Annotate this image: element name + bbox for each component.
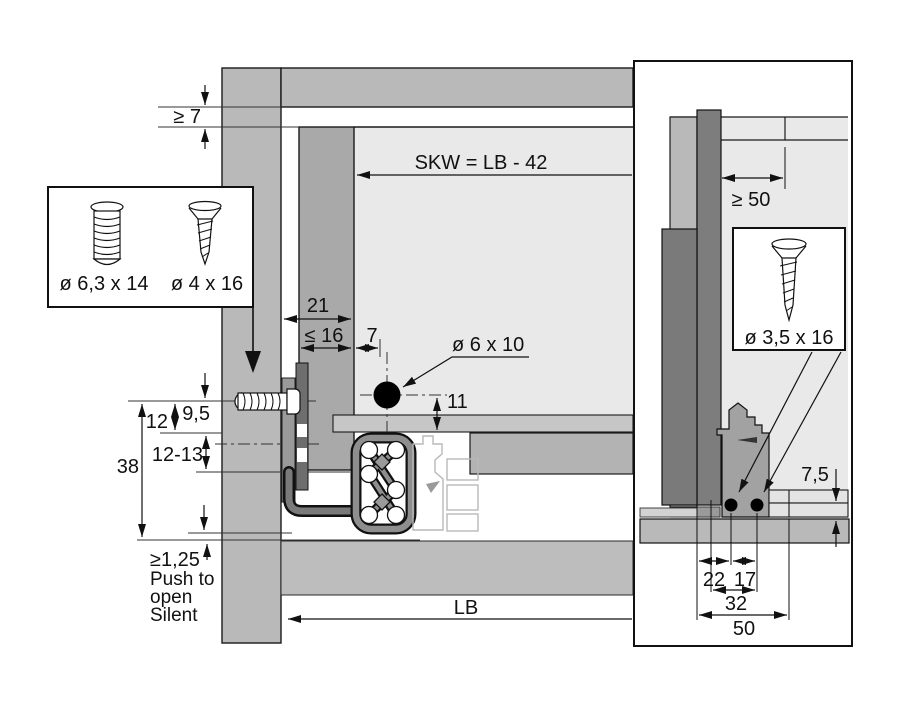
screw-box: ø 6,3 x 14 ø 4 x 16 [47, 186, 261, 373]
dim-21-label: 21 [307, 295, 329, 317]
rear-dark-bar [696, 109, 722, 506]
runner-hole-upper [297, 424, 307, 437]
rear-countersunk-screw-icon [771, 238, 807, 323]
screw-hole-dot-left [724, 498, 738, 512]
runner-profile [352, 434, 415, 533]
rear-view-drawing: ø 3,5 x 16 ≥ 50 7,5 22 17 32 [633, 60, 853, 647]
dim-50-label: 50 [733, 618, 755, 640]
dim-22-label: 22 [703, 569, 725, 591]
dim-9-5-label: 9,5 [182, 403, 210, 425]
cabinet-top-panel [280, 67, 634, 108]
dimension-arrows-left [138, 85, 632, 623]
rear-foot-dark [696, 506, 721, 518]
screw-leader-left [738, 351, 813, 493]
euro-screw-label: ø 6,3 x 14 [60, 273, 149, 295]
extension-lines [696, 497, 790, 620]
runner-rail-section [469, 432, 634, 475]
note-push-to: Push to [150, 569, 214, 590]
dim-50min-label: ≥ 50 [732, 189, 771, 211]
euro-screw-icon [90, 201, 124, 266]
dim-38-label: 38 [117, 456, 139, 478]
bracket-arrow-mark [737, 437, 757, 443]
rear-runner-plate [661, 228, 698, 506]
phantom-clip-mark [426, 481, 440, 493]
dim-7-5-label: 7,5 [801, 464, 829, 486]
rear-rail-strips [768, 489, 849, 518]
dimension-arrows-rear [696, 147, 842, 620]
dim-top-clearance-label: ≥ 7 [173, 106, 201, 128]
phantom-member-outline [412, 435, 479, 532]
drill-hole-dot [373, 381, 401, 409]
drawer-bottom-panel [332, 414, 634, 433]
runner-hook [285, 468, 358, 515]
cabinet-bottom-panel [280, 540, 634, 596]
screw-hole-dot-right [750, 498, 764, 512]
dim-7-label: 7 [366, 325, 377, 347]
dim-17-label: 17 [734, 569, 756, 591]
hole-spec-label: ø 6 x 10 [452, 334, 524, 356]
runner-hole-lower [297, 448, 307, 462]
note-open: open [150, 587, 192, 608]
rear-screw-label: ø 3,5 x 16 [745, 327, 834, 349]
reference-lines [128, 106, 447, 541]
rear-bottom-panel [639, 518, 850, 544]
hole-leader-line [402, 356, 529, 388]
rear-bracket [716, 402, 770, 518]
dim-12-label: 12 [146, 411, 168, 433]
dim-11-label: 11 [447, 391, 468, 413]
ball-bearings [359, 440, 406, 525]
dim-12-13-label: 12-13 [152, 444, 203, 466]
screw-pointer-arrowhead [245, 351, 261, 373]
dim-1-25-label: ≥1,25 [150, 549, 200, 571]
dim-skw-label: SKW = LB - 42 [415, 152, 548, 174]
countersunk-screw-label: ø 4 x 16 [171, 273, 243, 295]
screw-head [286, 388, 301, 415]
side-view-drawing: ≥ 7 SKW = LB - 42 21 ≤ 16 7 ø 6 x 10 11 … [117, 67, 634, 644]
profile-diamonds [373, 453, 391, 511]
dim-lb-label: LB [454, 597, 478, 619]
countersunk-screw-icon [188, 200, 222, 266]
dim-16-label: ≤ 16 [305, 325, 344, 347]
dim-32-label: 32 [725, 593, 747, 615]
note-silent: Silent [150, 605, 198, 626]
screw-threads [242, 392, 281, 411]
screw-leader-right [763, 351, 842, 493]
mounting-screw-side [234, 388, 301, 415]
